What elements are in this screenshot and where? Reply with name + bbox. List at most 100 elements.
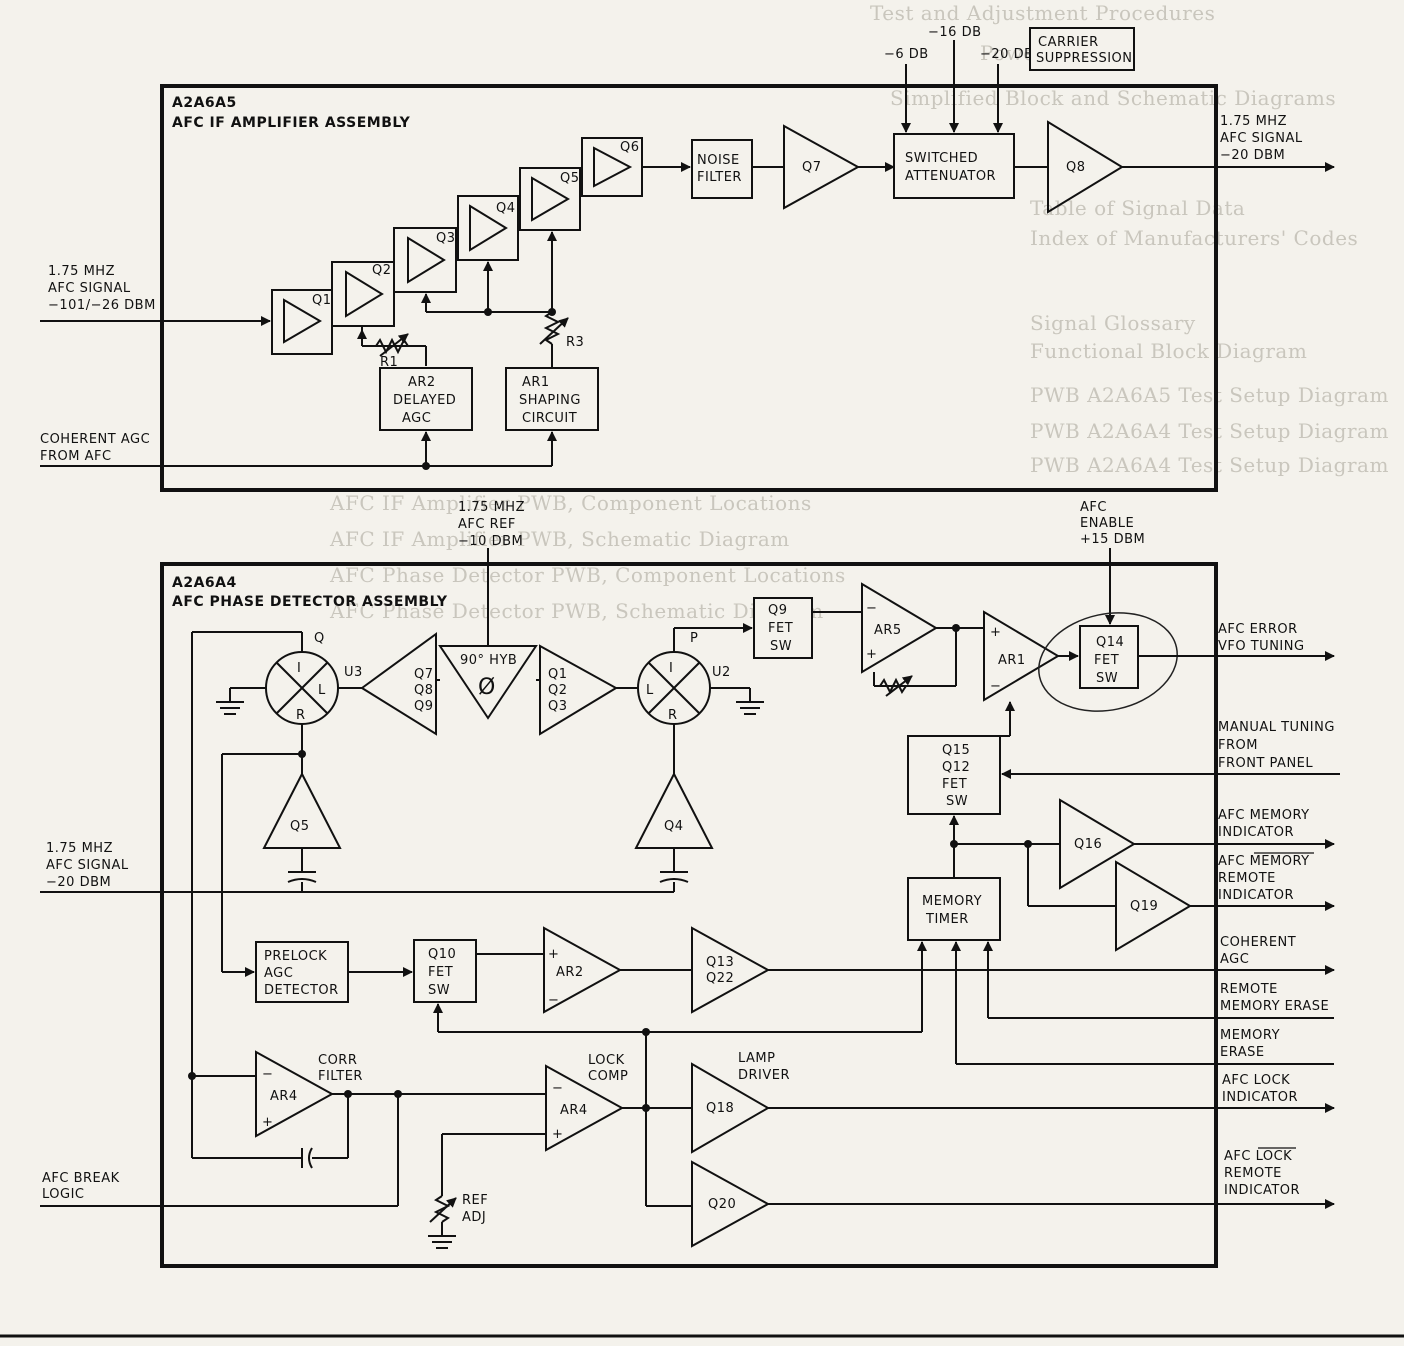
- svg-text:AFC SIGNAL: AFC SIGNAL: [46, 858, 129, 873]
- lamp-driver-label: LAMP DRIVER: [738, 1051, 790, 1083]
- svg-text:INDICATOR: INDICATOR: [1218, 888, 1294, 903]
- svg-text:SW: SW: [770, 639, 792, 654]
- svg-text:1.75 MHZ: 1.75 MHZ: [1220, 114, 1287, 129]
- svg-text:+: +: [552, 1127, 563, 1142]
- svg-text:−101/−26 DBM: −101/−26 DBM: [48, 298, 156, 313]
- svg-text:MEMORY ERASE: MEMORY ERASE: [1220, 999, 1329, 1014]
- svg-text:REMOTE: REMOTE: [1220, 982, 1278, 997]
- q5-capacitor: [287, 871, 317, 883]
- q15-q12-fet-switch: [907, 735, 1001, 815]
- svg-text:FILTER: FILTER: [318, 1069, 363, 1084]
- svg-text:P: P: [690, 631, 698, 646]
- ground-u3: [216, 701, 244, 715]
- afc-lock-remote-label: AFC LOCK REMOTE INDICATOR: [1224, 1147, 1300, 1198]
- coherent-agc-out-label: COHERENT AGC: [1220, 935, 1296, 967]
- svg-text:MEMORY: MEMORY: [922, 894, 982, 909]
- svg-text:LAMP: LAMP: [738, 1051, 776, 1066]
- q7-amplifier: [783, 124, 861, 210]
- db-tap-6: −6 DB: [884, 47, 929, 62]
- svg-text:AGC: AGC: [402, 411, 431, 426]
- svg-text:Q9: Q9: [768, 603, 788, 618]
- svg-text:AFC IF Amplifier PWB, Componen: AFC IF Amplifier PWB, Component Location…: [329, 491, 812, 515]
- svg-text:TIMER: TIMER: [925, 912, 969, 927]
- svg-text:−: −: [262, 1067, 273, 1082]
- svg-text:SHAPING: SHAPING: [519, 393, 581, 408]
- ar4-corr-filter: [255, 1050, 335, 1138]
- ground-ref-adj: [428, 1235, 456, 1249]
- remote-memory-erase-label: REMOTE MEMORY ERASE: [1220, 982, 1329, 1014]
- svg-text:+: +: [548, 947, 559, 962]
- svg-text:+: +: [990, 625, 1001, 640]
- svg-text:CIRCUIT: CIRCUIT: [522, 411, 577, 426]
- if-output-label: 1.75 MHZ AFC SIGNAL −20 DBM: [1220, 114, 1303, 163]
- svg-text:AFC: AFC: [1080, 500, 1107, 515]
- svg-text:Q6: Q6: [620, 140, 640, 155]
- q20-amplifier: [691, 1160, 771, 1248]
- phase-detector-frame: [160, 562, 1218, 1268]
- svg-text:1.75 MHZ: 1.75 MHZ: [48, 264, 115, 279]
- svg-text:Functional Block Diagram: Functional Block Diagram: [1030, 339, 1307, 363]
- svg-text:Test and Adjustment Procedures: Test and Adjustment Procedures: [870, 1, 1215, 25]
- lock-comp-label: LOCK COMP: [588, 1053, 628, 1084]
- svg-text:Q8: Q8: [414, 683, 434, 698]
- svg-text:DELAYED: DELAYED: [393, 393, 456, 408]
- q18-lamp-driver: [691, 1062, 770, 1154]
- q9-fet-switch: [753, 597, 813, 659]
- q1-stage: [271, 289, 333, 355]
- svg-text:Q20: Q20: [708, 1197, 736, 1212]
- svg-text:AFC MEMORY: AFC MEMORY: [1218, 854, 1310, 869]
- svg-text:90° HYB: 90° HYB: [460, 653, 517, 668]
- ref-adj-label: REF ADJ: [462, 1193, 488, 1225]
- svg-text:Q4: Q4: [496, 201, 516, 216]
- svg-text:Q: Q: [314, 631, 325, 646]
- svg-text:−10 DBM: −10 DBM: [458, 534, 523, 549]
- svg-text:R: R: [296, 708, 306, 723]
- svg-text:Q5: Q5: [290, 819, 310, 834]
- svg-text:Q13: Q13: [706, 955, 734, 970]
- prelock-agc-detector: [255, 941, 349, 1003]
- svg-text:COMP: COMP: [588, 1069, 628, 1084]
- svg-text:AFC SIGNAL: AFC SIGNAL: [1220, 131, 1303, 146]
- svg-text:ATTENUATOR: ATTENUATOR: [905, 169, 996, 184]
- svg-text:Q16: Q16: [1074, 837, 1102, 852]
- svg-text:ENABLE: ENABLE: [1080, 516, 1134, 531]
- svg-text:−20 DBM: −20 DBM: [46, 875, 111, 890]
- q1-q2-q3-buffer: [539, 644, 618, 736]
- svg-text:−: −: [552, 1081, 563, 1096]
- mixer-u2: I L R P U2: [637, 631, 730, 725]
- svg-text:AFC MEMORY: AFC MEMORY: [1218, 808, 1310, 823]
- svg-text:MEMORY: MEMORY: [1220, 1028, 1280, 1043]
- svg-text:SUPPRESSION: SUPPRESSION: [1036, 51, 1133, 66]
- svg-text:AFC REF: AFC REF: [458, 517, 516, 532]
- noise-filter: [691, 139, 753, 199]
- svg-text:Q3: Q3: [436, 231, 456, 246]
- svg-text:L: L: [318, 683, 326, 698]
- db-tap-20: −20 DB: [980, 47, 1034, 62]
- svg-text:1.75 MHZ: 1.75 MHZ: [458, 500, 525, 515]
- svg-text:Ø: Ø: [478, 675, 496, 700]
- svg-text:Q5: Q5: [560, 171, 580, 186]
- svg-text:Q7: Q7: [802, 160, 822, 175]
- if-input-label: 1.75 MHZ AFC SIGNAL −101/−26 DBM: [48, 264, 156, 313]
- svg-text:PRELOCK: PRELOCK: [264, 949, 327, 964]
- svg-text:PWB A2A6A4 Test Setup Diagram: PWB A2A6A4 Test Setup Diagram: [1030, 453, 1389, 477]
- svg-text:PWB A2A6A4 Test Setup Diagram: PWB A2A6A4 Test Setup Diagram: [1030, 419, 1389, 443]
- ar5-opamp: [861, 582, 938, 674]
- svg-text:SWITCHED: SWITCHED: [905, 151, 978, 166]
- q5-amplifier: [262, 771, 342, 849]
- manual-tuning-label: MANUAL TUNING FROM FRONT PANEL: [1218, 720, 1334, 771]
- handdrawn-circle: [1038, 612, 1178, 712]
- afc-break-label: AFC BREAK LOGIC: [42, 1171, 119, 1202]
- svg-text:REF: REF: [462, 1193, 488, 1208]
- svg-text:Q22: Q22: [706, 971, 734, 986]
- svg-text:Q1: Q1: [548, 667, 568, 682]
- svg-text:CARRIER: CARRIER: [1038, 35, 1099, 50]
- svg-text:Q10: Q10: [428, 947, 456, 962]
- ar1-opamp: [983, 610, 1060, 702]
- svg-text:1.75 MHZ: 1.75 MHZ: [46, 841, 113, 856]
- svg-text:Q2: Q2: [372, 263, 392, 278]
- svg-text:FET: FET: [768, 621, 793, 636]
- svg-text:FET: FET: [428, 965, 453, 980]
- svg-text:Q18: Q18: [706, 1101, 734, 1116]
- svg-text:Q14: Q14: [1096, 635, 1124, 650]
